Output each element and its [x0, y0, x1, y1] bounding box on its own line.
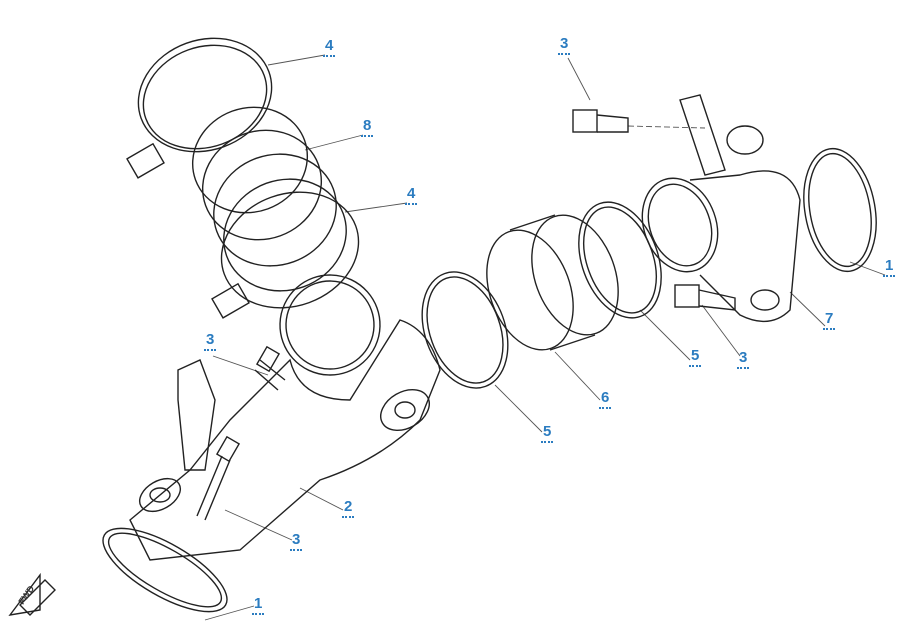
callout-3-bolt-left-upper[interactable]: 3 — [204, 332, 217, 351]
callout-4-lower-clamp[interactable]: 4 — [405, 186, 418, 205]
callout-6-adapter[interactable]: 6 — [599, 390, 612, 409]
forward-arrow-icon — [8, 572, 56, 616]
callout-4-upper-clamp[interactable]: 4 — [323, 38, 336, 57]
hose-clamp-lower — [211, 191, 360, 319]
leader-lines — [204, 54, 886, 621]
callout-8-boot[interactable]: 8 — [361, 118, 374, 137]
bolts — [196, 109, 736, 521]
callout-1-o-ring-right[interactable]: 1 — [883, 258, 896, 277]
callout-5-clamp-right[interactable]: 5 — [689, 348, 702, 367]
callout-2-manifold[interactable]: 2 — [342, 499, 355, 518]
clamp-small-left — [421, 271, 509, 389]
callout-1-o-ring-lower[interactable]: 1 — [252, 596, 265, 615]
hose-clamp-upper — [126, 37, 273, 179]
clamp-small-right — [578, 201, 662, 319]
callout-5-clamp-left[interactable]: 5 — [541, 424, 554, 443]
intake-joint — [641, 94, 801, 323]
callout-3-bolt-right[interactable]: 3 — [737, 350, 750, 369]
adapter-boot — [486, 214, 619, 351]
intake-manifold — [129, 274, 441, 561]
o-ring-lower — [102, 527, 228, 613]
intake-boot — [191, 106, 347, 292]
o-ring-upper — [803, 147, 877, 273]
callout-7-joint[interactable]: 7 — [823, 311, 836, 330]
callout-3-bolt-left-lower[interactable]: 3 — [290, 532, 303, 551]
callout-3-bolt-top[interactable]: 3 — [558, 36, 571, 55]
